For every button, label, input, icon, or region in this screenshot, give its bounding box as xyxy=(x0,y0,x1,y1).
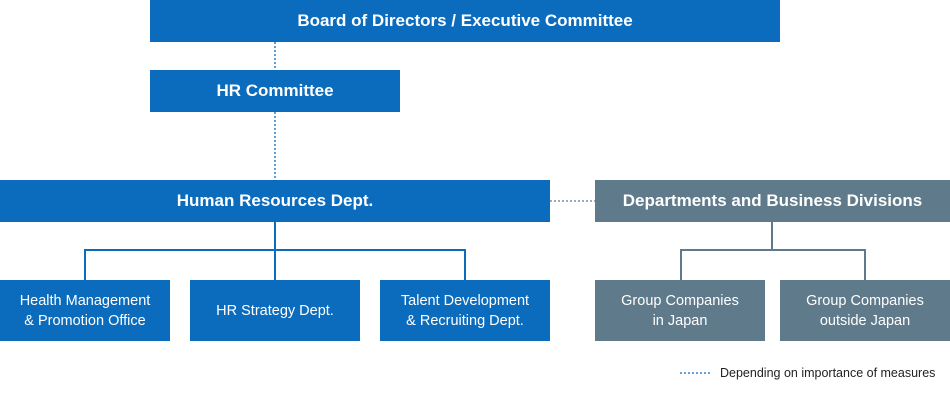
group-companies-outside-line2: outside Japan xyxy=(819,312,911,329)
health-management-line2: & Promotion Office xyxy=(24,312,146,329)
departments-divisions-label: Departments and Business Divisions xyxy=(622,191,923,210)
hr-strategy-label: HR Strategy Dept. xyxy=(216,302,334,319)
health-management-line1: Health Management xyxy=(19,292,151,309)
human-resources-dept-label: Human Resources Dept. xyxy=(176,191,374,210)
talent-development-box: Talent Development & Recruiting Dept. xyxy=(380,280,550,341)
group-companies-outside-line1: Group Companies xyxy=(806,292,924,309)
departments-tree xyxy=(680,222,866,280)
human-resources-dept-box: Human Resources Dept. xyxy=(0,180,550,222)
group-companies-japan-line1: Group Companies xyxy=(621,292,739,309)
departments-divisions-box: Departments and Business Divisions xyxy=(595,180,950,222)
board-of-directors-label: Board of Directors / Executive Committee xyxy=(297,11,633,30)
talent-development-line2: & Recruiting Dept. xyxy=(406,312,524,329)
hr-strategy-box: HR Strategy Dept. xyxy=(190,280,360,341)
hr-committee-box: HR Committee xyxy=(150,70,400,112)
hr-dept-tree xyxy=(84,222,466,280)
talent-development-line1: Talent Development xyxy=(400,292,530,309)
group-companies-outside-box: Group Companies outside Japan xyxy=(780,280,950,341)
legend-label: Depending on importance of measures xyxy=(720,366,936,380)
board-of-directors-box: Board of Directors / Executive Committee xyxy=(150,0,780,42)
hr-committee-label: HR Committee xyxy=(216,81,334,100)
health-management-box: Health Management & Promotion Office xyxy=(0,280,170,341)
legend: Depending on importance of measures xyxy=(680,364,935,382)
group-companies-japan-box: Group Companies in Japan xyxy=(595,280,765,341)
dotted-line-legend-icon xyxy=(680,372,712,374)
group-companies-japan-line2: in Japan xyxy=(652,312,708,329)
